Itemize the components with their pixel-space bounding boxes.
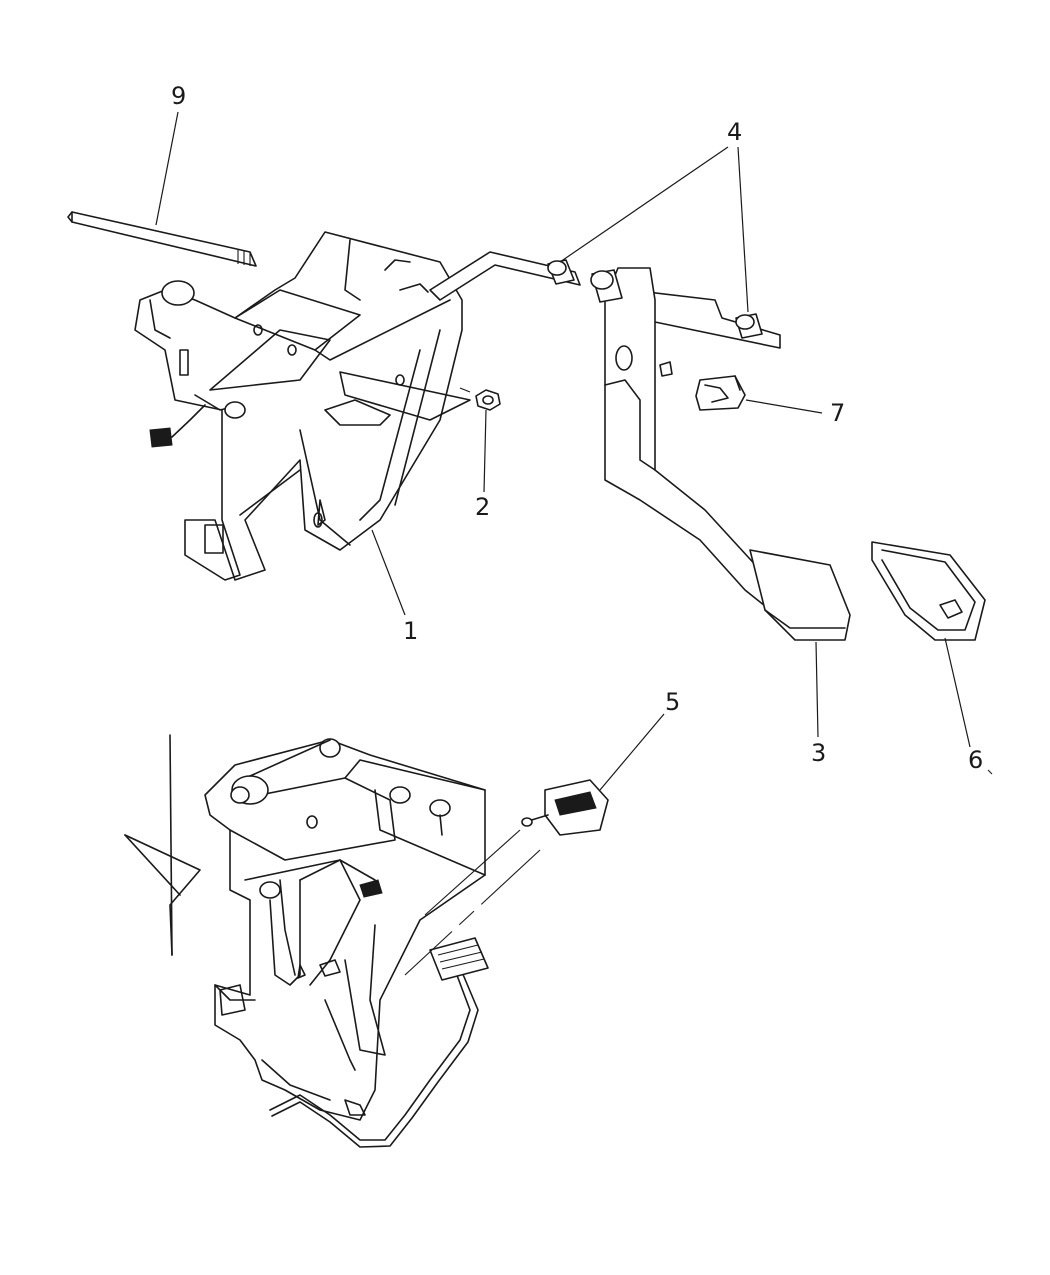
leader-4a xyxy=(559,146,729,263)
part-2-nut xyxy=(459,387,501,411)
part-5-lower-bracket-assembly xyxy=(124,734,609,1148)
part-9-pivot-rod xyxy=(67,211,257,267)
callout-2: 2 xyxy=(475,493,490,521)
leader-lines xyxy=(155,111,971,791)
leader-6 xyxy=(944,637,971,748)
part-3-clutch-pedal xyxy=(429,251,851,641)
callout-6: 6 xyxy=(968,746,983,774)
callout-4: 4 xyxy=(727,118,742,146)
callout-7: 7 xyxy=(830,399,845,427)
part-1-pedal-bracket xyxy=(134,231,471,581)
leader-4b xyxy=(737,146,749,313)
leader-9 xyxy=(155,111,179,226)
callout-9: 9 xyxy=(171,82,186,110)
callout-1: 1 xyxy=(403,617,418,645)
part-6-pedal-pad xyxy=(871,541,993,775)
callout-labels: 9 4 7 2 1 5 3 6 xyxy=(171,82,983,774)
leader-2 xyxy=(483,409,487,493)
part-4-bushings xyxy=(547,259,763,339)
leader-5 xyxy=(599,713,665,791)
part-7-clip xyxy=(695,375,746,411)
callout-3: 3 xyxy=(811,739,826,767)
leader-3 xyxy=(815,641,819,738)
leader-1 xyxy=(371,529,406,616)
leader-7 xyxy=(745,399,823,414)
callout-5: 5 xyxy=(665,688,680,716)
